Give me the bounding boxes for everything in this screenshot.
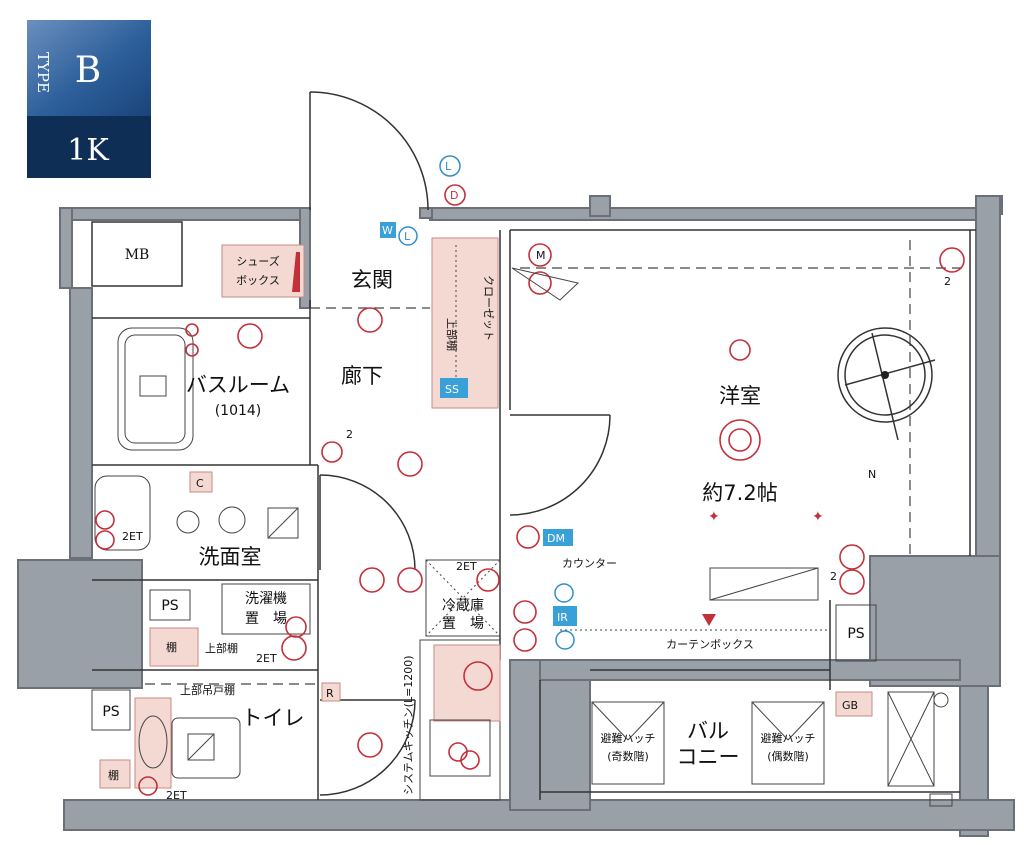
room-size-label: 約7.2帖	[702, 481, 777, 505]
toilet-door	[319, 699, 416, 796]
ac-unit	[709, 567, 819, 601]
symbol-d: D	[450, 189, 458, 202]
fridge-label-2: 置 場	[442, 616, 484, 632]
type-word: TYPE	[34, 52, 52, 93]
north-compass: N	[837, 327, 936, 481]
hall-outlet-2: 2	[346, 428, 353, 441]
washroom-door	[319, 474, 416, 571]
hatch-odd-2: (奇数階)	[607, 749, 649, 763]
ps-label-1: PS	[161, 598, 178, 614]
walls	[17, 195, 1015, 837]
room-door	[509, 414, 611, 516]
balcony-label-2: コニー	[677, 745, 740, 769]
symbol-m: M	[536, 249, 546, 262]
toilet-label: トイレ	[242, 706, 305, 730]
entrance-label: 玄関	[351, 268, 393, 292]
svg-text:✦: ✦	[708, 509, 720, 525]
symbol-w: W	[382, 224, 393, 237]
bathroom-label: バスルーム	[186, 373, 290, 397]
laundry-label-1: 洗濯機	[245, 591, 287, 607]
hallway-label: 廊下	[341, 364, 383, 388]
counter-label: カウンター	[562, 557, 617, 570]
wash-2et: 2ET	[122, 530, 143, 543]
north-label: N	[868, 468, 876, 481]
layout-label: 1K	[67, 133, 109, 168]
shoe-box	[221, 244, 305, 298]
type-badge: TYPE B 1K	[27, 20, 151, 178]
ps-label-3: PS	[847, 626, 864, 642]
upper-shelf-label: 上部棚	[205, 641, 238, 655]
shelf-label: 棚	[166, 640, 177, 654]
mb-box	[91, 221, 183, 287]
mb-label: MB	[125, 247, 150, 263]
outlet-2-right: 2	[830, 570, 837, 583]
entrance-door	[309, 91, 429, 211]
upper-cabinet-label: 上部吊戸棚	[180, 683, 235, 697]
symbol-dm: DM	[547, 532, 565, 545]
bathroom-size: (1014)	[215, 403, 262, 419]
toilet-shelf-label: 棚	[108, 768, 119, 782]
partitions	[92, 229, 976, 800]
fridge-area	[425, 559, 501, 637]
hatch-even-1: 避難ハッチ	[761, 731, 816, 745]
toilet-2et: 2ET	[166, 789, 187, 802]
symbol-c: C	[196, 477, 204, 490]
hatch-odd-1: 避難ハッチ	[601, 731, 656, 745]
western-room-label: 洋室	[719, 384, 761, 408]
ps-label-2: PS	[102, 704, 119, 720]
closet-label: クローゼット	[482, 275, 495, 341]
symbol-l: L	[404, 230, 411, 243]
fridge-2et: 2ET	[456, 560, 477, 573]
curtain-box-label: カーテンボックス	[666, 638, 754, 651]
toilet-tank	[134, 697, 172, 789]
fridge-label-1: 冷蔵庫	[442, 597, 484, 614]
shoe-box-label-1: シューズ	[236, 254, 279, 268]
laundry-label-2: 置 場	[245, 611, 287, 627]
kitchen-label: システムキッチン(L=1200)	[402, 655, 415, 795]
closet-shelf-label: 上部棚	[445, 318, 459, 351]
gb-label: GB	[842, 699, 858, 712]
washroom-label: 洗面室	[199, 545, 262, 569]
symbol-r: R	[326, 687, 334, 700]
laundry-2et: 2ET	[256, 652, 277, 665]
symbol-l-top: L	[445, 160, 452, 173]
bathtub	[117, 327, 194, 451]
hatch-even-2: (偶数階)	[767, 749, 809, 763]
shoe-box-label-2: ボックス	[236, 274, 280, 287]
symbol-ir: IR	[557, 611, 568, 624]
room-outlet-2: 2	[944, 275, 951, 288]
svg-text:✦: ✦	[812, 509, 824, 525]
type-letter: B	[75, 50, 101, 91]
range-hood	[433, 644, 501, 722]
balcony-label-1: バル	[687, 719, 729, 743]
symbol-ss: SS	[445, 383, 459, 396]
